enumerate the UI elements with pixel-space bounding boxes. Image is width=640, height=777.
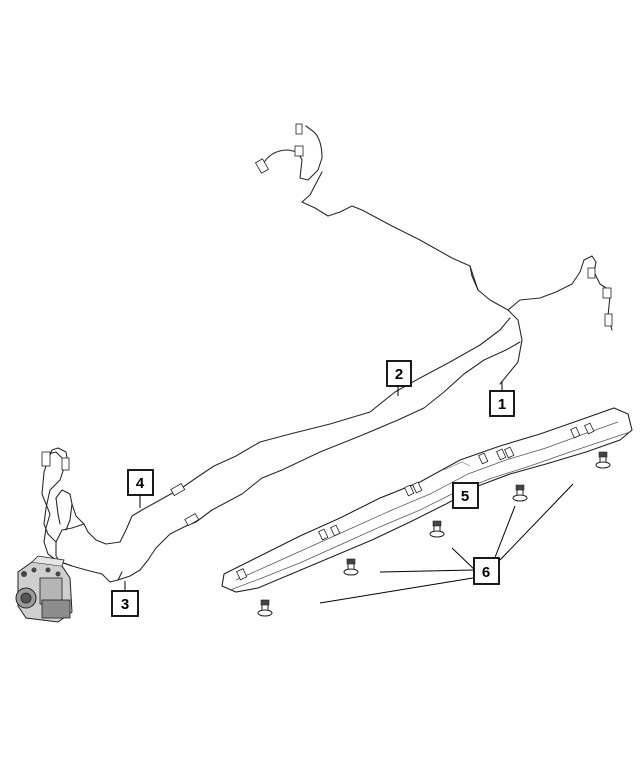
- bolt: [595, 451, 611, 469]
- svg-text:2: 2: [395, 366, 403, 383]
- svg-text:1: 1: [498, 396, 506, 413]
- callout-1: 1: [489, 390, 515, 417]
- svg-text:4: 4: [136, 475, 145, 492]
- bolt-icon: [257, 451, 611, 617]
- brake-line-4: [41, 451, 200, 527]
- callout-3: 3: [111, 590, 139, 617]
- bolt: [257, 599, 273, 617]
- svg-text:5: 5: [461, 488, 469, 505]
- brake-line-1: [195, 123, 613, 523]
- bolt: [343, 558, 359, 576]
- callout-6: 6: [473, 557, 500, 585]
- shield-icon: [221, 407, 633, 593]
- brake-line-2: [175, 317, 511, 493]
- abs-module-icon: [15, 555, 73, 623]
- leader-lines: [124, 381, 574, 604]
- callout-2: 2: [386, 360, 412, 387]
- bolt: [429, 520, 445, 538]
- callout-4: 4: [127, 469, 154, 496]
- callout-5: 5: [452, 482, 479, 509]
- svg-text:3: 3: [121, 596, 129, 613]
- brake-line-3: [41, 447, 197, 583]
- bolt: [512, 484, 528, 502]
- svg-text:6: 6: [482, 564, 490, 581]
